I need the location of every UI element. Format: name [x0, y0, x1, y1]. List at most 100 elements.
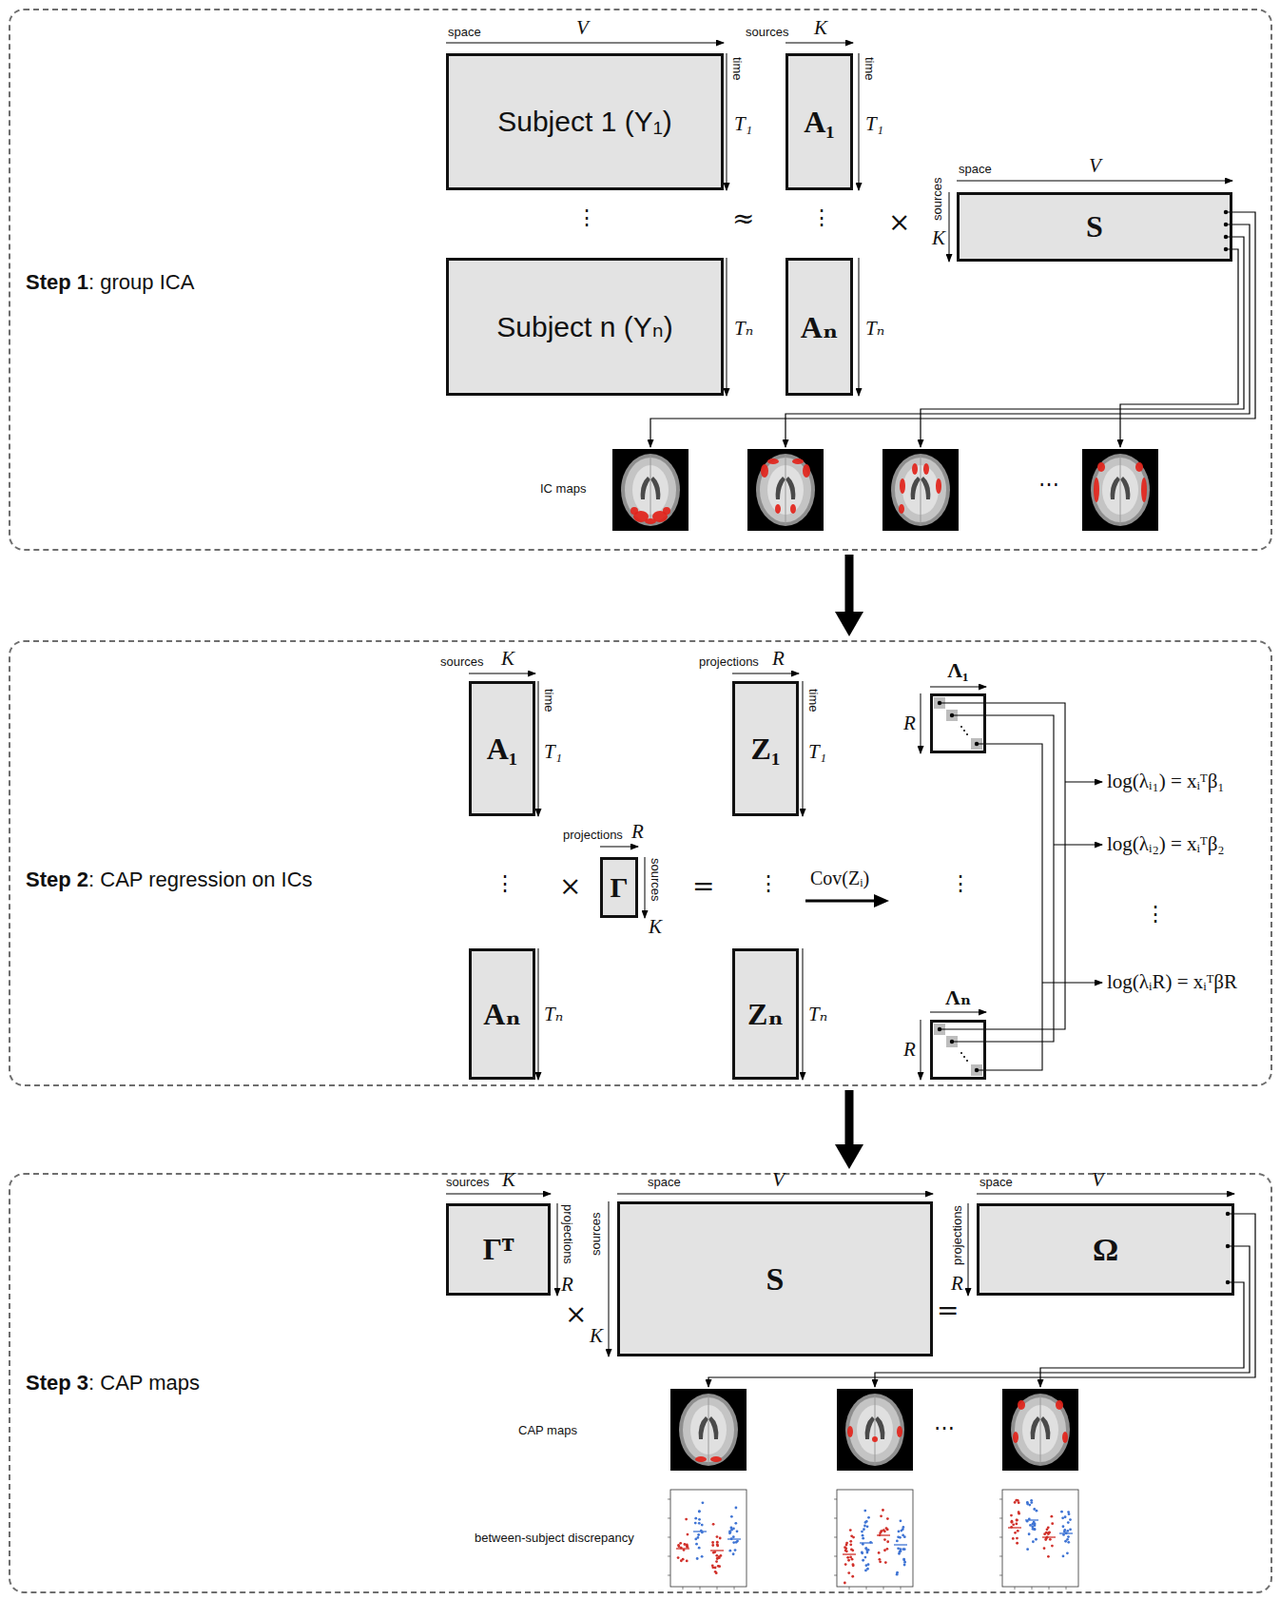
- dimension-symbol: K: [814, 16, 828, 39]
- arrow-line: [538, 948, 540, 1080]
- matrix-fill: [446, 53, 724, 191]
- matrix-name: Z₁: [751, 731, 781, 766]
- matrix-fill: [617, 1201, 933, 1357]
- arrow-line: [726, 257, 728, 396]
- dimension-symbol: R: [950, 1271, 964, 1295]
- dimension-symbol: K: [502, 1167, 516, 1191]
- matrix-name: Ω: [1092, 1231, 1119, 1267]
- brain-map: [1002, 1388, 1079, 1471]
- arrow-line: [1042, 981, 1103, 983]
- axis-label: time: [729, 57, 744, 81]
- operator-symbol: =: [936, 1295, 959, 1326]
- text-block: Λₙ: [913, 984, 1003, 1010]
- arrow-line: [920, 1019, 922, 1080]
- arrow-line: [1065, 780, 1103, 782]
- matrix-fill: [600, 856, 639, 918]
- dimension-symbol: Tₙ: [808, 1002, 828, 1026]
- brain-map: [670, 1388, 747, 1471]
- arrow-line: [557, 1202, 559, 1296]
- step-title: : group ICA: [88, 270, 194, 294]
- matrix-name: Subject 1 (Y₁): [497, 105, 673, 137]
- arrow-label: Cov(Zᵢ): [810, 867, 870, 890]
- matrix-fill: [468, 948, 536, 1080]
- matrix-box: Λₙ: [930, 1019, 987, 1080]
- arrow-line: [956, 180, 1233, 182]
- axis-label: sources: [930, 176, 946, 221]
- matrix-name: Subject n (Yₙ): [496, 310, 673, 343]
- matrix-fill: [446, 1202, 551, 1296]
- matrix-box: Ω: [976, 1202, 1235, 1296]
- step-panel: Step 1: group ICASubject 1 (Y₁)A₁SSubjec…: [8, 8, 1273, 551]
- ellipsis-mark: ⋯: [1038, 471, 1060, 496]
- arrow-line: [732, 673, 799, 675]
- text-block: Step 3: CAP maps: [25, 1370, 200, 1396]
- axis-label: space: [979, 1175, 1013, 1190]
- brain-map: [747, 448, 824, 531]
- axis-label: sources: [440, 655, 485, 670]
- arrow-line: [949, 192, 951, 262]
- step-title: Step 1: [25, 270, 89, 294]
- wire: [976, 743, 1043, 1070]
- arrow-line: [858, 53, 860, 191]
- arrow-line: [920, 236, 1244, 447]
- matrix-name: S: [766, 1260, 785, 1297]
- operator-symbol: ×: [559, 871, 582, 902]
- matrix-name: Γ: [609, 871, 628, 903]
- axis-label: sources: [745, 25, 790, 40]
- matrix-fill: [732, 948, 799, 1080]
- axis-label: space: [958, 162, 992, 177]
- arrow-line: [785, 42, 854, 44]
- axis-label: space: [447, 25, 482, 40]
- matrix-box: Γ: [600, 856, 639, 918]
- arrow-line: [644, 856, 646, 918]
- operator-symbol: ≈: [732, 203, 755, 234]
- brain-map: [882, 448, 959, 531]
- text-block: Aₙ: [800, 309, 839, 346]
- ellipsis-dot: [963, 729, 966, 732]
- ellipsis-dot: [960, 1051, 963, 1054]
- operator-symbol: =: [692, 871, 715, 902]
- arrow-line: [726, 53, 728, 191]
- matrix-fill: [956, 192, 1233, 262]
- brain-map: [836, 1388, 913, 1471]
- flow-arrow: [845, 554, 854, 616]
- matrix-name: A₁: [486, 731, 519, 766]
- arrow-line: [708, 1213, 1256, 1387]
- connectors: [849, 554, 851, 1148]
- matrix-name: Aₙ: [800, 310, 839, 345]
- matrix-fill: [976, 1202, 1235, 1296]
- axis-label: CAP maps: [518, 1423, 578, 1438]
- dimension-symbol: K: [648, 914, 662, 938]
- arrow-line: [538, 680, 540, 816]
- illustration: [446, 42, 1256, 1590]
- matrix-fill: [785, 257, 854, 396]
- text-block: Zₙ: [747, 995, 784, 1032]
- scatter-plot: [999, 1489, 1079, 1590]
- matrix-name: Zₙ: [747, 996, 784, 1031]
- matrix-box: S: [617, 1201, 933, 1357]
- ellipsis-mark: ⋯: [933, 1415, 955, 1439]
- matrix-box: Γᵀ: [446, 1202, 551, 1296]
- text-block: S: [766, 1260, 785, 1298]
- dimension-symbol: R: [903, 711, 916, 735]
- matrix-box: Λ₁: [930, 693, 987, 754]
- text-block: Subject n (Yₙ): [496, 310, 673, 344]
- matrix-box: Subject 1 (Y₁): [446, 53, 724, 191]
- text-block: Ω: [1092, 1231, 1119, 1268]
- text-block: Aₙ: [483, 995, 522, 1032]
- matrix-name: Λₙ: [945, 985, 971, 1009]
- matrix-box: A₁: [468, 680, 536, 816]
- step-panel: Step 3: CAP maps ΓᵀS Ω: [8, 1172, 1273, 1593]
- matrix-name: Aₙ: [483, 996, 522, 1031]
- matrix-box: S: [956, 192, 1233, 262]
- dimension-symbol: V: [772, 1167, 785, 1191]
- text-block: A₁: [486, 731, 519, 767]
- regression-equation: log(λᵢ₁) = xᵢᵀβ₁: [1106, 769, 1225, 793]
- axis-label: IC maps: [540, 482, 586, 497]
- operator-symbol: ×: [564, 1299, 587, 1330]
- text-block: Subject 1 (Y₁): [497, 105, 673, 138]
- axis-label: projections: [562, 828, 623, 843]
- arrow-line: [802, 680, 804, 816]
- step-title: Step 3: [25, 1370, 89, 1395]
- arrow-line: [446, 1193, 551, 1195]
